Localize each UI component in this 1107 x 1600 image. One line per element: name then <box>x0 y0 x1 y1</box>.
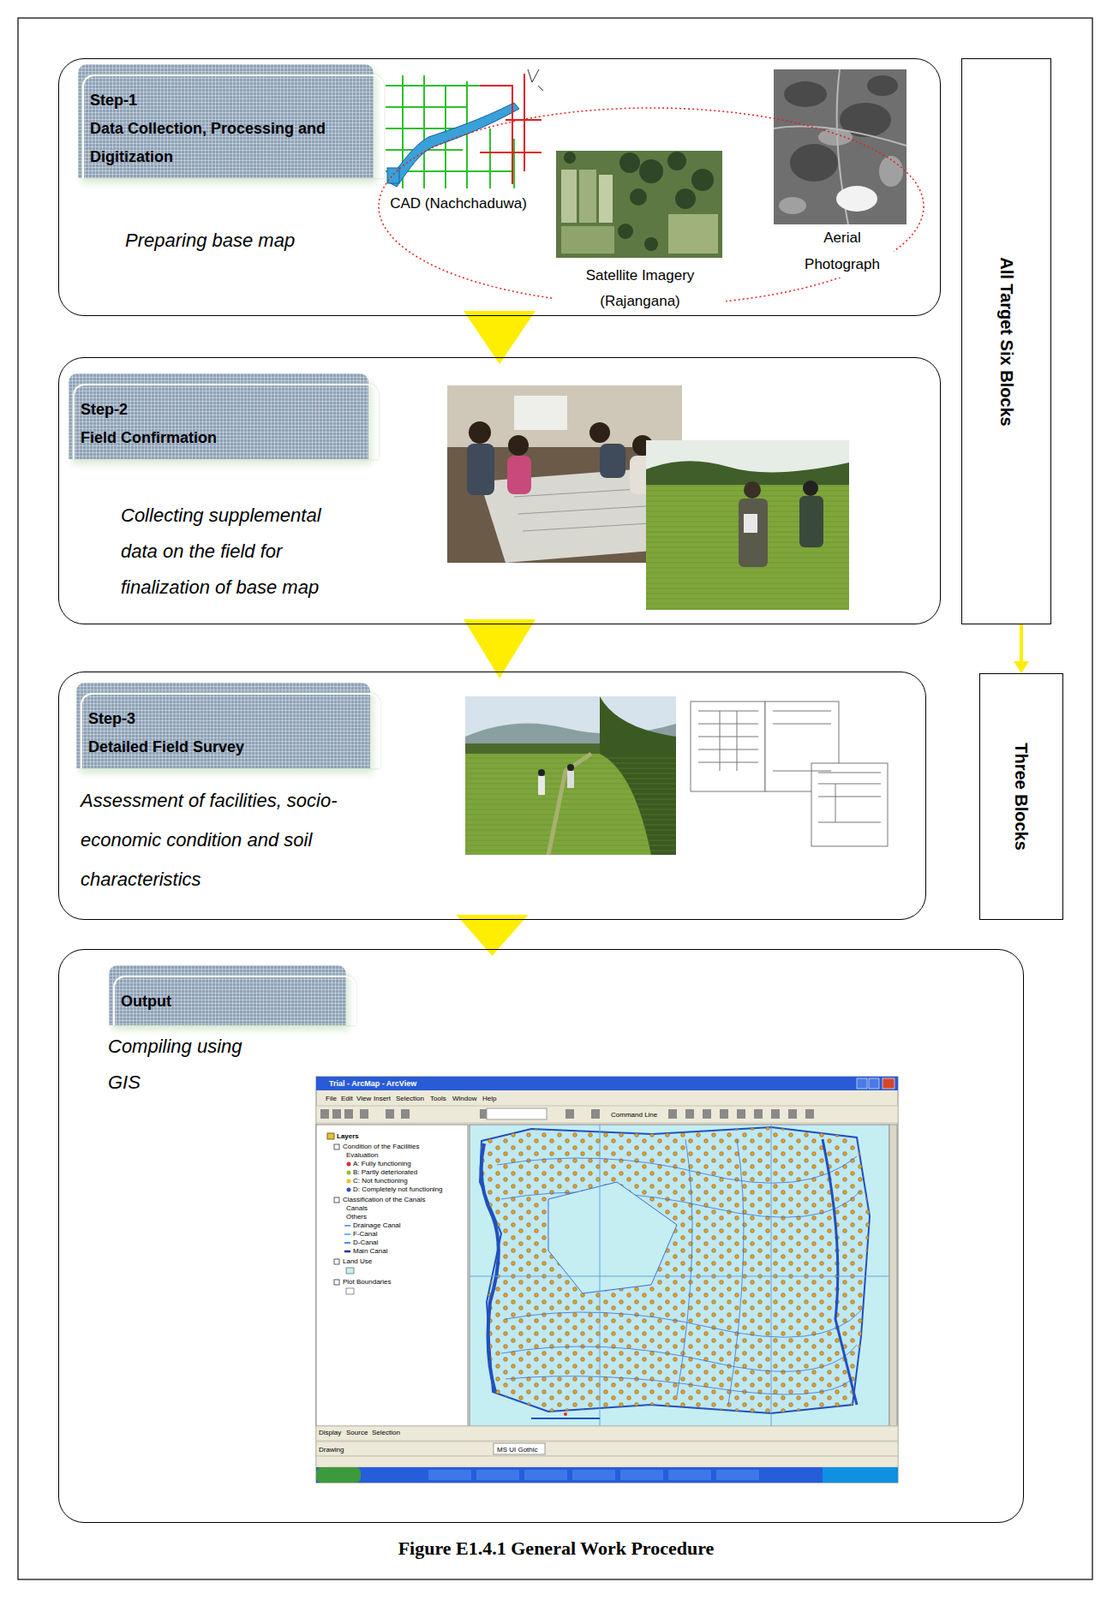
figure-caption: Figure E1.4.1 General Work Procedure <box>0 1537 1107 1562</box>
step-description: Preparing base map <box>125 229 468 252</box>
tab-outline <box>72 383 379 460</box>
toolbar-label: Command Line <box>610 1111 658 1120</box>
connector-line <box>1019 624 1024 662</box>
layer-name: D-Canal <box>353 1238 378 1248</box>
outer-frame <box>17 17 1093 1580</box>
image-caption: Aerial Photograph <box>790 224 894 278</box>
layer-name: D: Completely not functioning <box>353 1185 443 1195</box>
process-box: Assessment of facilities, socio-economic… <box>58 671 927 921</box>
tab-outline <box>80 693 381 769</box>
panel-tab: Selection <box>371 1429 401 1438</box>
layer-name: Others <box>346 1213 367 1222</box>
process-box: Compiling using GIS Output <box>58 949 1024 1524</box>
step-description: Compiling using GIS <box>107 1029 263 1102</box>
menu-item: Tools <box>430 1095 447 1104</box>
image-caption: CAD (Nachchaduwa) <box>381 195 536 213</box>
gis-screenshot <box>316 1077 898 1484</box>
step-title: Data Collection, Processing and Digitiza… <box>89 114 362 172</box>
step-number: Step-2 <box>80 395 357 425</box>
layer-name: Main Canal <box>353 1247 388 1257</box>
layer-name: Evaluation <box>346 1151 378 1161</box>
survey-photo <box>465 696 677 856</box>
step-title: Output <box>120 987 335 1017</box>
menu-item: Help <box>482 1095 497 1104</box>
scope-box: Three Blocks <box>979 673 1064 921</box>
toolbar-label: MS UI Gothic <box>496 1446 539 1455</box>
step-tab: Step-3Detailed Field Survey <box>76 682 371 769</box>
step-tab: Step-2Field Confirmation <box>68 373 369 460</box>
flow-triangle <box>463 311 536 365</box>
layer-name: Canals <box>346 1204 368 1214</box>
layer-name: F-Canal <box>353 1230 377 1239</box>
step-description: Assessment of facilities, socio-economic… <box>80 781 381 900</box>
layer-name: Plot Boundaries <box>342 1278 391 1287</box>
menu-item: Window <box>452 1095 477 1104</box>
step-tab: Output <box>108 965 347 1026</box>
window-title: Trial - ArcMap - ArcView <box>329 1078 417 1090</box>
step-tab: Step-1Data Collection, Processing and Di… <box>77 64 374 179</box>
flow-arrow <box>463 619 536 679</box>
arrow-head <box>1013 661 1030 674</box>
panel-tab: Display <box>318 1429 342 1438</box>
step-title: Field Confirmation <box>80 424 357 453</box>
process-box: Collecting supplemental data on the fiel… <box>58 357 941 625</box>
menu-item: File <box>325 1095 337 1104</box>
menu-item: Selection <box>395 1095 425 1104</box>
flow-arrow <box>463 311 536 365</box>
cad-map <box>382 69 546 194</box>
layer-name: B: Partly deteriorated <box>353 1168 418 1178</box>
scope-arrow <box>1013 624 1030 674</box>
layer-name: A: Fully functioning <box>353 1160 412 1169</box>
step-number: Step-3 <box>88 705 359 734</box>
panel-tab: Source <box>346 1429 368 1438</box>
toolbar-label: Drawing <box>318 1446 344 1455</box>
layer-name: Layers <box>336 1132 360 1142</box>
layer-name: Land Use <box>342 1257 372 1267</box>
flow-triangle <box>463 619 536 679</box>
menu-item: Insert <box>373 1095 391 1104</box>
image-caption: Satellite Imagery (Rajangana) <box>554 263 726 315</box>
step-title: Detailed Field Survey <box>88 733 359 762</box>
scope-label: All Target Six Blocks <box>996 257 1018 426</box>
step-description: Collecting supplemental data on the fiel… <box>120 497 361 606</box>
scope-label: Three Blocks <box>1011 742 1032 851</box>
layer-name: Drainage Canal <box>353 1221 401 1231</box>
menu-item: View <box>356 1095 371 1104</box>
layer-name: Condition of the Facilities <box>342 1142 419 1152</box>
aerial-photo <box>773 69 907 225</box>
menu-item: Edit <box>341 1095 354 1104</box>
satellite-image <box>556 150 723 258</box>
layer-name: C: Not functioning <box>353 1177 408 1186</box>
layer-name: Classification of the Canals <box>342 1196 426 1205</box>
step-number: Step-1 <box>89 86 362 115</box>
field-photo <box>646 440 850 611</box>
survey-forms <box>690 701 888 847</box>
scope-box: All Target Six Blocks <box>961 58 1052 625</box>
